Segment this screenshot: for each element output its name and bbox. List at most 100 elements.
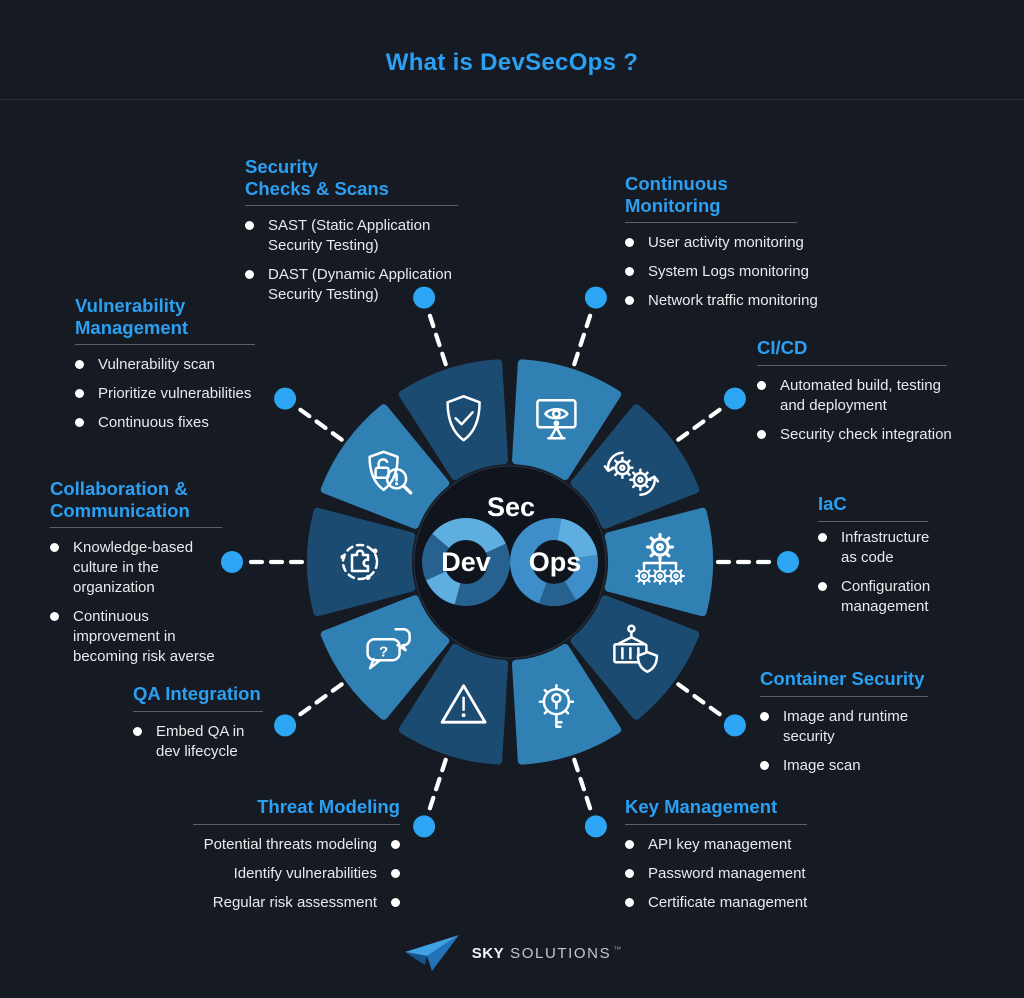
connector-dot-collaboration xyxy=(221,551,243,573)
bullet-list: Vulnerability scan Prioritize vulnerabil… xyxy=(75,355,295,433)
bullet-item: Infrastructure as code xyxy=(818,528,948,568)
connector-security-checks xyxy=(427,311,448,367)
infinity-right-accent-top xyxy=(557,518,598,559)
connector-qa-integration xyxy=(296,682,344,718)
section-title: QA Integration xyxy=(133,683,261,704)
bullet-list: Potential threats modeling Identify vuln… xyxy=(168,835,400,913)
bullet-item: Certificate management xyxy=(625,893,857,913)
page-title: What is DevSecOps ? xyxy=(385,49,639,77)
brand-wordmark: SKY SOLUTIONS ™ xyxy=(472,945,621,962)
connector-dot-cicd xyxy=(723,387,746,410)
connector-threat-modeling xyxy=(427,757,448,813)
bullet-item: Automated build, testing and deployment xyxy=(757,376,967,416)
title-underline xyxy=(193,823,400,825)
bullet-list: User activity monitoring System Logs mon… xyxy=(625,233,857,311)
paper-plane-icon xyxy=(404,935,459,971)
bullet-item: Potential threats modeling xyxy=(168,835,400,855)
title-underline xyxy=(133,710,263,712)
connector-vulnerability-management xyxy=(296,406,344,442)
section-title: Continuous Monitoring xyxy=(625,173,728,216)
connector-cicd xyxy=(676,406,724,442)
section-vulnerability-management: Vulnerability Management Vulnerability s… xyxy=(75,295,295,442)
section-title: Collaboration & Communication xyxy=(50,478,190,521)
bullet-list: Automated build, testing and deployment … xyxy=(757,376,967,445)
segment-continuous-monitoring xyxy=(512,359,622,481)
bullet-item: Configuration management xyxy=(818,577,948,617)
connector-key-management xyxy=(572,757,593,813)
connector-dot-threat-modeling xyxy=(413,815,436,838)
section-key-management: Key Management API key management Passwo… xyxy=(625,796,857,922)
center-label-dev: Dev xyxy=(441,547,491,577)
bullet-item: SAST (Static Application Security Testin… xyxy=(245,216,460,256)
section-title: CI/CD xyxy=(757,337,808,358)
section-collaboration: Collaboration & Communication Knowledge-… xyxy=(50,478,235,676)
section-title: Vulnerability Management xyxy=(75,295,189,338)
connector-continuous-monitoring xyxy=(572,311,593,367)
infinity-left-accent-top xyxy=(432,518,506,554)
brand-footer: SKY SOLUTIONS ™ xyxy=(0,932,1024,974)
segment-vulnerability-management xyxy=(320,404,450,529)
bullet-item: Identify vulnerabilities xyxy=(168,864,400,884)
bullet-item: Knowledge-based culture in the organizat… xyxy=(50,538,230,598)
bullet-list: Knowledge-based culture in the organizat… xyxy=(50,538,230,667)
section-title: Key Management xyxy=(625,796,778,817)
connector-dot-iac xyxy=(777,551,799,573)
bullet-list: Infrastructure as code Configuration man… xyxy=(818,528,948,617)
segment-key-management xyxy=(512,643,622,765)
section-title: Container Security xyxy=(760,668,925,689)
title-underline xyxy=(818,520,928,522)
segment-security-checks xyxy=(398,359,508,481)
segment-collaboration xyxy=(307,507,416,617)
title-underline xyxy=(625,823,807,825)
bullet-item: Password management xyxy=(625,864,857,884)
brand-solutions: SOLUTIONS xyxy=(510,944,612,962)
section-continuous-monitoring: Continuous Monitoring User activity moni… xyxy=(625,173,857,320)
bullet-item: Embed QA in dev lifecycle xyxy=(133,722,258,762)
bullet-item: API key management xyxy=(625,835,857,855)
bullet-list: Image and runtime security Image scan xyxy=(760,707,915,776)
bullet-list: Embed QA in dev lifecycle xyxy=(133,722,258,762)
bullet-item: Prioritize vulnerabilities xyxy=(75,384,295,404)
bullet-item: Continuous improvement in becoming risk … xyxy=(50,607,230,667)
segment-container-security xyxy=(570,595,700,720)
bullet-item: Network traffic monitoring xyxy=(625,291,857,311)
section-threat-modeling: Threat Modeling Potential threats modeli… xyxy=(168,796,400,922)
segment-cicd xyxy=(570,404,700,529)
bullet-item: Vulnerability scan xyxy=(75,355,295,375)
connector-dot-container-security xyxy=(723,714,746,737)
bullet-item: User activity monitoring xyxy=(625,233,857,253)
bullet-list: API key management Password management C… xyxy=(625,835,857,913)
brand-trademark: ™ xyxy=(613,944,622,954)
infinity-left-accent-bottom xyxy=(426,570,461,605)
bullet-item: Image scan xyxy=(760,756,915,776)
header-divider xyxy=(0,99,1024,100)
connector-dot-security-checks xyxy=(413,286,436,309)
bullet-item: Continuous fixes xyxy=(75,413,295,433)
connector-dot-key-management xyxy=(584,815,607,838)
connector-container-security xyxy=(676,682,724,718)
title-underline xyxy=(245,205,458,206)
connector-lines xyxy=(221,286,799,838)
section-container-security: Container Security Image and runtime sec… xyxy=(760,668,960,785)
title-underline xyxy=(50,527,222,528)
title-underline xyxy=(625,222,797,223)
section-title: IaC xyxy=(818,493,847,514)
section-cicd: CI/CD Automated build, testing and deplo… xyxy=(757,337,969,454)
bullet-item: DAST (Dynamic Application Security Testi… xyxy=(245,265,460,305)
section-qa-integration: QA Integration Embed QA in dev lifecycle xyxy=(133,683,273,771)
bullet-list: SAST (Static Application Security Testin… xyxy=(245,216,460,305)
infinity-right-accent-bottom xyxy=(538,580,576,606)
section-title: Threat Modeling xyxy=(257,796,400,817)
title-underline xyxy=(760,695,928,697)
connector-dot-qa-integration xyxy=(274,714,297,737)
section-iac: IaC Infrastructure as code Configuration… xyxy=(818,493,950,626)
title-underline xyxy=(757,364,947,366)
brand-sky: SKY xyxy=(471,944,505,962)
section-title: Security Checks & Scans xyxy=(245,156,389,199)
bullet-item: Regular risk assessment xyxy=(168,893,400,913)
connector-dot-continuous-monitoring xyxy=(584,286,607,309)
bullet-item: System Logs monitoring xyxy=(625,262,857,282)
infinity-loop xyxy=(422,518,598,606)
